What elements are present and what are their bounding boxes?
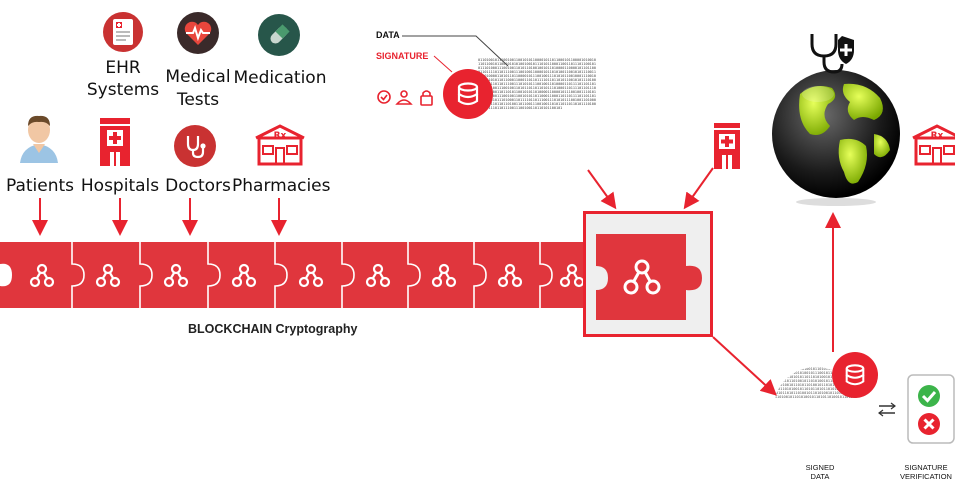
verification-label-line2: VERIFICATION — [897, 472, 955, 481]
signed-data-label-line2: DATA — [790, 472, 850, 481]
svg-text:Rx: Rx — [931, 131, 944, 141]
hospital-small-icon — [713, 123, 741, 169]
data-label: DATA — [376, 30, 400, 40]
highlighted-block — [583, 211, 713, 337]
binary-data-block: 0110100101110010011001010110000101101100… — [478, 58, 598, 170]
verification-card — [907, 374, 955, 444]
check-icon — [918, 385, 940, 407]
globe-icon — [770, 64, 902, 206]
verify-icons-row — [376, 88, 440, 106]
stethoscope-shield-icon — [808, 30, 860, 76]
signature-pointer-line — [434, 56, 452, 72]
signature-label: SIGNATURE — [376, 51, 428, 61]
arrow-data-to-block — [588, 170, 614, 206]
exchange-arrows-icon — [879, 406, 895, 413]
signed-database-icon — [832, 352, 878, 398]
database-icon — [443, 69, 493, 119]
blockchain-caption: BLOCKCHAIN Cryptography — [188, 322, 378, 336]
blockchain-strip — [0, 242, 590, 308]
verification-label-line1: SIGNATURE — [897, 463, 955, 472]
pharmacy-right-icon: Rx — [910, 124, 955, 166]
arrow-block-to-signed — [713, 337, 774, 393]
arrow-hospital-to-block — [686, 168, 713, 206]
signed-data-label-line1: SIGNED — [790, 463, 850, 472]
